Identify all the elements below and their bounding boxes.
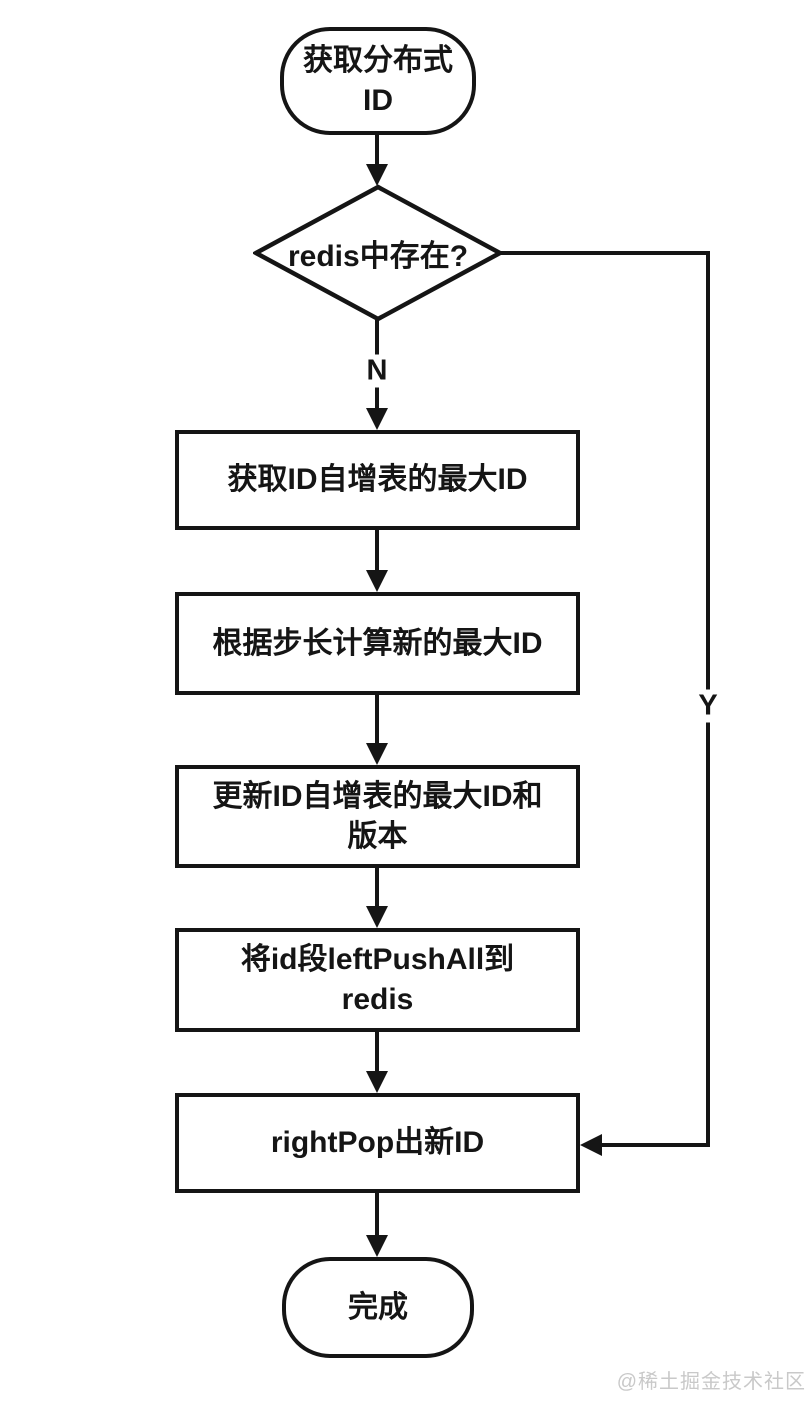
node-step2-label: 根据步长计算新的最大ID: [212, 626, 543, 660]
node-step1-label: 获取ID自增表的最大ID: [227, 463, 528, 497]
node-step3: 更新ID自增表的最大ID和 版本: [175, 765, 580, 868]
edge-step5-end-arrowhead-icon: [366, 1235, 388, 1257]
edge-yes-bottom-line: [600, 1143, 710, 1147]
edge-step2-step3-line: [375, 693, 379, 745]
node-start-label-line1: 获取分布式: [303, 44, 453, 78]
node-end: 完成: [282, 1257, 474, 1358]
node-step4-label-line1: 将id段leftPushAll到: [240, 943, 515, 977]
node-step4: 将id段leftPushAll到 redis: [175, 928, 580, 1032]
edge-step1-step2-line: [375, 528, 379, 572]
edge-label-yes: Y: [692, 689, 724, 723]
node-step1: 获取ID自增表的最大ID: [175, 430, 580, 530]
edge-step5-end-line: [375, 1191, 379, 1237]
node-end-label: 完成: [348, 1290, 408, 1324]
node-step3-label-line1: 更新ID自增表的最大ID和: [212, 779, 543, 813]
edge-label-no: N: [360, 354, 394, 388]
edge-step3-step4-arrowhead-icon: [366, 906, 388, 928]
edge-step3-step4-line: [375, 866, 379, 908]
node-decision-label: redis中存在?: [287, 240, 469, 273]
edge-yes-arrowhead-icon: [580, 1134, 602, 1156]
node-start-label-line2: ID: [363, 84, 393, 117]
watermark-text: @稀土掘金技术社区: [616, 1371, 806, 1393]
node-step4-label-line2: redis: [341, 983, 414, 1016]
node-step2: 根据步长计算新的最大ID: [175, 592, 580, 695]
node-step5-label: rightPop出新ID: [270, 1126, 485, 1160]
edge-step1-step2-arrowhead-icon: [366, 570, 388, 592]
node-step3-label-line2: 版本: [347, 819, 408, 853]
edge-no-arrowhead-icon: [366, 408, 388, 430]
edge-yes-top-line: [500, 251, 710, 255]
diamond-shape-icon: [251, 184, 505, 322]
node-step5: rightPop出新ID: [175, 1093, 580, 1193]
edge-step4-step5-line: [375, 1030, 379, 1073]
edge-start-decision-line: [375, 133, 379, 167]
node-start: 获取分布式 ID: [280, 27, 476, 135]
node-decision: redis中存在?: [251, 184, 505, 322]
edge-start-decision-arrowhead-icon: [366, 164, 388, 186]
edge-step4-step5-arrowhead-icon: [366, 1071, 388, 1093]
edge-step2-step3-arrowhead-icon: [366, 743, 388, 765]
